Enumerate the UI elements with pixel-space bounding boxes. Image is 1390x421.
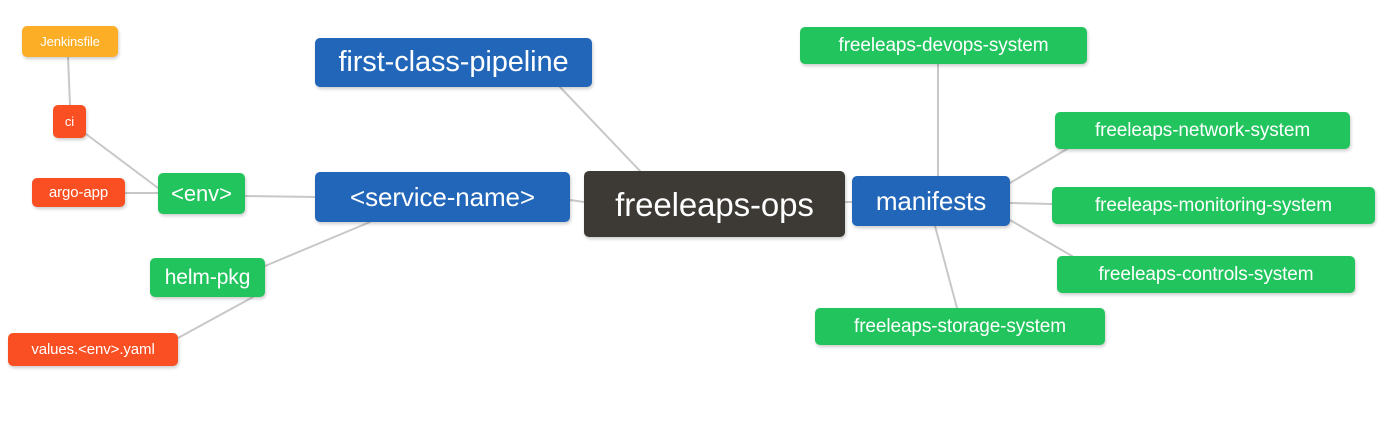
node-label-values-yaml: values.<env>.yaml: [31, 341, 155, 358]
node-helm-pkg[interactable]: helm-pkg: [150, 258, 265, 297]
edge-first-class-pipeline-to-freeleaps-ops: [559, 86, 641, 172]
edge-manifests-to-controls-system: [1009, 219, 1073, 257]
node-first-class-pipeline[interactable]: first-class-pipeline: [315, 38, 592, 87]
node-label-service-name: <service-name>: [349, 182, 536, 212]
edge-manifests-to-network-system: [1009, 148, 1068, 184]
node-label-ci: ci: [64, 114, 75, 129]
node-label-storage-system: freeleaps-storage-system: [854, 316, 1066, 337]
node-argo-app[interactable]: argo-app: [32, 178, 125, 207]
node-label-first-class-pipeline: first-class-pipeline: [338, 46, 569, 78]
node-network-system[interactable]: freeleaps-network-system: [1055, 112, 1350, 149]
node-monitoring-system[interactable]: freeleaps-monitoring-system: [1052, 187, 1375, 224]
edge-service-name-to-freeleaps-ops: [569, 199, 585, 203]
node-label-freeleaps-ops: freeleaps-ops: [615, 185, 814, 223]
node-storage-system[interactable]: freeleaps-storage-system: [815, 308, 1105, 345]
edge-manifests-to-storage-system: [934, 225, 958, 309]
node-values-yaml[interactable]: values.<env>.yaml: [8, 333, 178, 366]
edge-values-yaml-to-helm-pkg: [177, 296, 254, 339]
edge-env-to-service-name: [244, 195, 316, 198]
node-freeleaps-ops[interactable]: freeleaps-ops: [584, 171, 845, 237]
node-label-env: <env>: [171, 180, 232, 206]
node-label-controls-system: freeleaps-controls-system: [1098, 264, 1314, 285]
node-label-network-system: freeleaps-network-system: [1094, 120, 1311, 141]
edge-helm-pkg-to-service-name: [264, 221, 371, 267]
node-label-monitoring-system: freeleaps-monitoring-system: [1095, 195, 1332, 216]
node-manifests[interactable]: manifests: [852, 176, 1010, 226]
edge-manifests-to-monitoring-system: [1009, 202, 1053, 205]
node-service-name[interactable]: <service-name>: [315, 172, 570, 222]
node-env[interactable]: <env>: [158, 173, 245, 214]
node-controls-system[interactable]: freeleaps-controls-system: [1057, 256, 1355, 293]
edge-jenkinsfile-to-ci: [67, 56, 71, 106]
node-label-manifests: manifests: [875, 186, 987, 216]
node-label-devops-system: freeleaps-devops-system: [838, 35, 1049, 56]
node-label-jenkinsfile: Jenkinsfile: [40, 34, 100, 49]
node-label-argo-app: argo-app: [48, 184, 109, 201]
node-jenkinsfile[interactable]: Jenkinsfile: [22, 26, 118, 57]
node-label-helm-pkg: helm-pkg: [164, 266, 251, 289]
node-ci[interactable]: ci: [53, 105, 86, 138]
node-devops-system[interactable]: freeleaps-devops-system: [800, 27, 1087, 64]
